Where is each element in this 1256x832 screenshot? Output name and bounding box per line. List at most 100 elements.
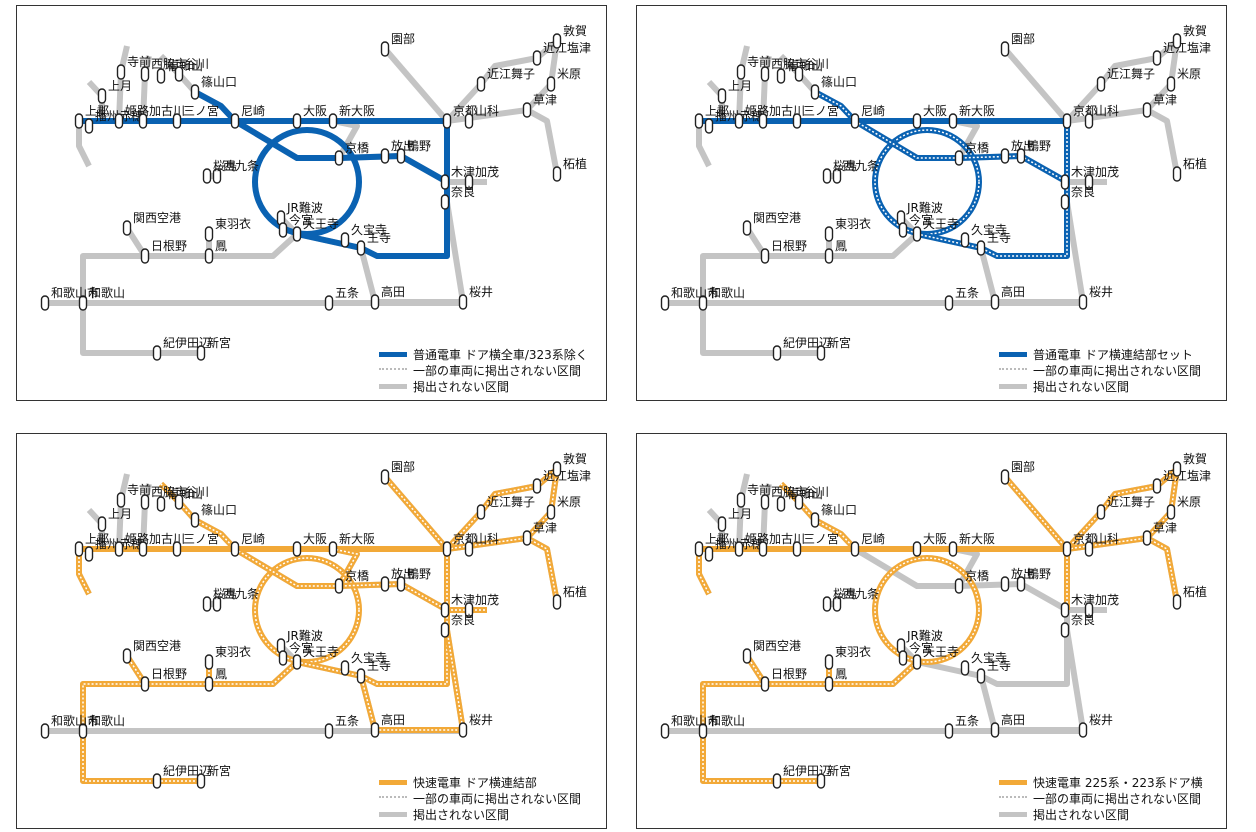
station-label-sakurai: 桜井 bbox=[469, 285, 493, 299]
legend-text-none: 掲出されない区間 bbox=[1033, 807, 1130, 822]
station-marker-tsuruga bbox=[552, 33, 562, 49]
station-marker-fukuchiyama bbox=[776, 496, 786, 512]
station-label-otori: 鳳 bbox=[835, 667, 847, 681]
station-label-tsuge: 柘植 bbox=[563, 584, 587, 599]
station-marker-oji bbox=[356, 240, 366, 256]
station-marker-kamigori bbox=[694, 113, 704, 129]
station-label-wakayama: 和歌山 bbox=[709, 713, 745, 728]
station-label-kansai_airport: 関西空港 bbox=[133, 639, 181, 653]
legend-text-none: 掲出されない区間 bbox=[1033, 379, 1130, 394]
station-marker-kii_tanabe bbox=[152, 773, 162, 789]
station-marker-kusatsu bbox=[1142, 530, 1152, 546]
legend: 普通電車 ドア横全車/323系除く一部の車両に掲出されない区間掲出されない区間 bbox=[379, 346, 588, 394]
station-marker-osaka bbox=[912, 541, 922, 557]
station-label-kamigori: 上郡 bbox=[705, 104, 729, 118]
station-marker-nara bbox=[1060, 194, 1070, 210]
station-label-higashi_hagoromo: 東羽衣 bbox=[215, 644, 251, 659]
station-marker-himeji bbox=[114, 541, 124, 557]
station-marker-tanigawa bbox=[794, 66, 804, 82]
station-marker-shingu bbox=[196, 345, 206, 361]
station-label-nishikujo: 西九条 bbox=[223, 587, 259, 601]
legend: 快速電車 225系・223系ドア横一部の車両に掲出されない区間掲出されない区間 bbox=[999, 774, 1203, 822]
station-marker-sonobe bbox=[1000, 41, 1010, 57]
route-map-svg: 上郡播州赤穂上月寺前姫路西脇市加古川福知山谷川篠山口三ノ宮尼崎大阪新大阪園部京都… bbox=[40, 451, 591, 789]
station-marker-kansai_airport bbox=[742, 648, 752, 664]
station-marker-kakogawa bbox=[138, 113, 148, 129]
station-label-kusatsu: 草津 bbox=[1153, 93, 1177, 107]
station-marker-yamashina bbox=[464, 541, 474, 557]
station-marker-kizu bbox=[1060, 602, 1070, 618]
track-gray bbox=[382, 47, 450, 123]
station-label-teramae: 寺前 bbox=[747, 54, 771, 69]
track-dots bbox=[702, 731, 821, 782]
station-marker-osaka bbox=[912, 113, 922, 129]
osaka-loop-dots bbox=[874, 557, 980, 663]
track-colored bbox=[296, 231, 362, 251]
track-dots bbox=[234, 548, 448, 685]
station-label-jr_namba: JR難波 bbox=[906, 200, 943, 215]
station-marker-tsuge bbox=[552, 594, 562, 610]
station-marker-nishikujo bbox=[212, 168, 222, 184]
station-marker-kii_tanabe bbox=[772, 345, 782, 361]
track-dots bbox=[814, 91, 856, 122]
station-label-sasayamaguchi: 篠山口 bbox=[201, 74, 237, 89]
station-marker-kamitsuki bbox=[717, 88, 727, 104]
station-label-omi_shiotsu: 近江塩津 bbox=[543, 468, 591, 483]
legend-text-main: 普通電車 ドア横全車/323系除く bbox=[413, 347, 588, 362]
legend-swatch-partial bbox=[379, 796, 407, 800]
station-label-nara: 奈良 bbox=[1071, 612, 1095, 627]
station-label-shingu: 新宮 bbox=[827, 335, 851, 350]
station-marker-sakurai bbox=[1078, 722, 1088, 738]
station-label-higashi_hagoromo: 東羽衣 bbox=[835, 216, 871, 231]
station-marker-sakurajima bbox=[202, 596, 212, 612]
station-label-teramae: 寺前 bbox=[127, 482, 151, 497]
legend-swatch-partial bbox=[999, 368, 1027, 372]
legend-swatch-none bbox=[999, 383, 1027, 389]
station-marker-tsuge bbox=[1172, 166, 1182, 182]
station-marker-fukuchiyama bbox=[156, 68, 166, 84]
station-marker-kamitsuki bbox=[97, 516, 107, 532]
station-marker-nishikujo bbox=[832, 596, 842, 612]
track-gray bbox=[1145, 107, 1180, 175]
station-label-omi_shiotsu: 近江塩津 bbox=[1163, 468, 1211, 483]
station-marker-amagasaki bbox=[230, 113, 240, 129]
track-gray bbox=[76, 121, 92, 168]
station-marker-sasayamaguchi bbox=[190, 84, 200, 100]
station-label-tennoji: 天王寺 bbox=[923, 217, 959, 231]
station-marker-gojo bbox=[944, 723, 954, 739]
track-gray bbox=[446, 40, 560, 124]
station-label-kamo_river: 鴨野 bbox=[1027, 567, 1051, 581]
station-label-wakayamashi: 和歌山市 bbox=[51, 285, 99, 300]
track-gray bbox=[696, 121, 712, 168]
station-label-osaka: 大阪 bbox=[923, 532, 947, 546]
station-label-sasayamaguchi: 篠山口 bbox=[821, 74, 857, 89]
legend-swatch-none bbox=[379, 811, 407, 817]
station-marker-kakogawa bbox=[758, 541, 768, 557]
station-marker-kamitsuki bbox=[717, 516, 727, 532]
station-marker-kamigori bbox=[74, 541, 84, 557]
track-gray bbox=[1064, 629, 1086, 731]
station-label-tennoji: 天王寺 bbox=[303, 645, 339, 659]
station-marker-omi_shiotsu bbox=[532, 478, 542, 494]
route-map-panel-local-all: 上郡播州赤穂上月寺前姫路西脇市加古川福知山谷川篠山口三ノ宮尼崎大阪新大阪園部京都… bbox=[16, 5, 607, 401]
station-marker-sannomiya bbox=[172, 541, 182, 557]
station-marker-sasayamaguchi bbox=[810, 84, 820, 100]
station-label-hineno: 日根野 bbox=[151, 667, 187, 681]
station-label-imamiya: 今宮 bbox=[909, 212, 933, 227]
station-label-sakurai: 桜井 bbox=[1089, 285, 1113, 299]
station-label-jr_namba: JR難波 bbox=[906, 628, 943, 643]
station-label-higashi_hagoromo: 東羽衣 bbox=[835, 644, 871, 659]
station-label-kusatsu: 草津 bbox=[533, 93, 557, 107]
station-marker-tsuruga bbox=[1172, 461, 1182, 477]
station-marker-osaka bbox=[292, 113, 302, 129]
station-label-wakayama: 和歌山 bbox=[89, 285, 125, 300]
station-label-sakurai: 桜井 bbox=[469, 713, 493, 727]
station-label-kyobashi: 京橋 bbox=[965, 569, 989, 583]
station-marker-nara bbox=[1060, 622, 1070, 638]
station-label-kyoto: 京都 bbox=[453, 104, 477, 118]
station-marker-kudaraji bbox=[340, 232, 350, 248]
station-marker-kamigori bbox=[74, 113, 84, 129]
station-label-kamigori: 上郡 bbox=[85, 104, 109, 118]
track-colored bbox=[193, 89, 238, 124]
station-marker-kizu bbox=[440, 174, 450, 190]
